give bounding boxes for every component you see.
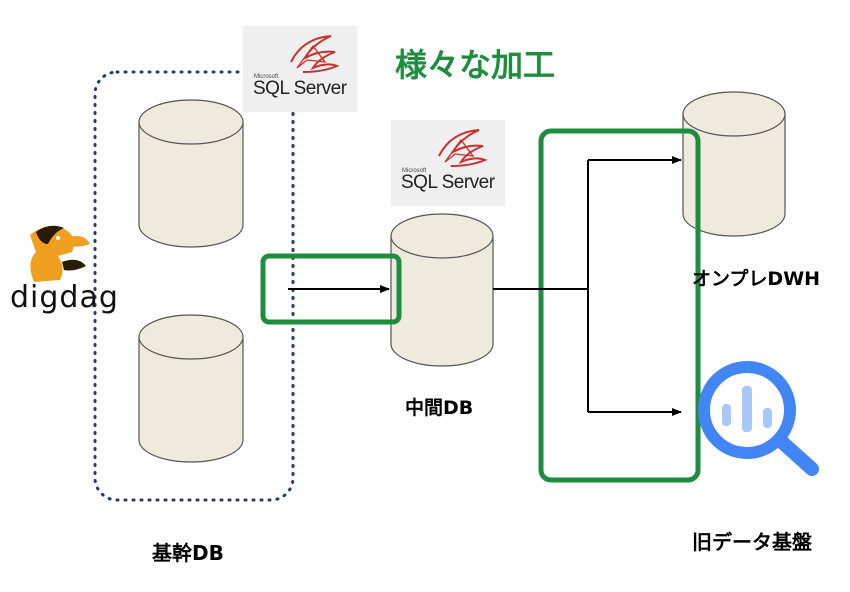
digdag-logo-text: digdag <box>10 280 119 315</box>
microsoft-label: Microsoft <box>254 74 279 80</box>
sql-server-icon <box>438 129 488 167</box>
processing-highlight-box <box>538 128 701 483</box>
sql-server-logo-intermediate: Microsoft SQL Server <box>391 120 505 206</box>
core-db-cylinder-top <box>138 99 244 248</box>
sql-server-label: SQL Server <box>253 78 347 99</box>
intermediate-db-label: 中間DB <box>405 397 474 419</box>
core-db-cylinder-bottom <box>138 314 244 463</box>
intermediate-db-cylinder <box>390 213 494 367</box>
core-db-label: 基幹DB <box>152 541 224 565</box>
microsoft-label: Microsoft <box>402 168 427 174</box>
sql-server-icon <box>290 35 340 73</box>
legacy-platform-label: 旧データ基盤 <box>692 530 812 554</box>
diagram-title: 様々な加工 <box>395 46 556 84</box>
onprem-dwh-cylinder <box>682 91 786 237</box>
transfer-highlight-box <box>260 253 402 325</box>
bigquery-icon <box>698 361 819 476</box>
sql-server-logo-core: Microsoft SQL Server <box>243 26 357 112</box>
onprem-dwh-label: オンプレDWH <box>692 268 821 290</box>
digdag-mascot-icon <box>30 225 90 282</box>
sql-server-label: SQL Server <box>401 172 495 193</box>
